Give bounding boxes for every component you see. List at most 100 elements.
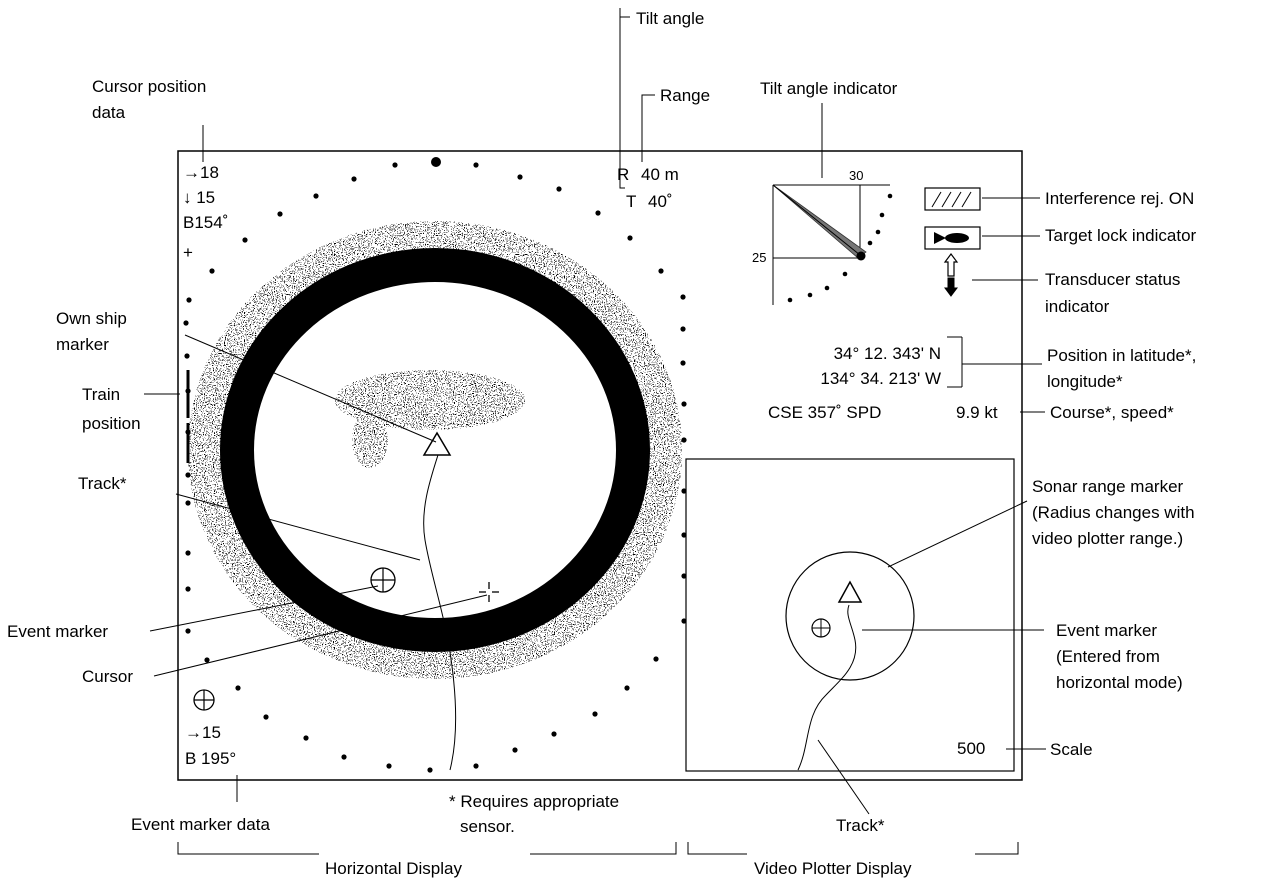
range-dot bbox=[556, 186, 562, 192]
track-line-horizontal bbox=[423, 454, 457, 771]
range-value: 40 m bbox=[641, 165, 679, 184]
range-dot bbox=[185, 472, 191, 478]
cursor-x-value: →18 bbox=[183, 163, 219, 182]
course-speed-text: CSE 357˚ SPD bbox=[768, 403, 881, 422]
range-dot bbox=[624, 685, 630, 691]
echo-ring bbox=[188, 221, 682, 679]
label-own-ship-2: marker bbox=[56, 335, 109, 354]
range-dot bbox=[185, 628, 191, 634]
label-range: Range bbox=[660, 86, 710, 105]
cursor-crosshair bbox=[479, 582, 499, 602]
range-dot bbox=[681, 488, 687, 494]
range-dot bbox=[235, 685, 241, 691]
tilt-angle-indicator bbox=[772, 184, 893, 305]
range-dot bbox=[517, 174, 523, 180]
cursor-y-value: ↓ 15 bbox=[183, 188, 215, 207]
range-dot bbox=[185, 500, 191, 506]
range-dot bbox=[427, 767, 433, 773]
event-marker-lower-left bbox=[193, 689, 215, 711]
label-own-ship-1: Own ship bbox=[56, 309, 127, 328]
tilt-tick-30: 30 bbox=[849, 168, 863, 183]
label-requires-2: sensor. bbox=[460, 817, 515, 836]
plotter-own-ship bbox=[837, 580, 863, 603]
range-dot bbox=[313, 193, 319, 199]
range-dot bbox=[681, 532, 687, 538]
range-dot bbox=[185, 586, 191, 592]
label-event-marker-right-2: (Entered from bbox=[1056, 647, 1160, 666]
range-dot bbox=[595, 210, 601, 216]
range-dot bbox=[277, 211, 283, 217]
range-dot bbox=[592, 711, 598, 717]
label-event-marker-right-1: Event marker bbox=[1056, 621, 1157, 640]
event-bearing-value: B 195° bbox=[185, 749, 236, 768]
tilt-letter: T bbox=[626, 192, 636, 211]
range-dot bbox=[209, 268, 215, 274]
tilt-tick-25: 25 bbox=[752, 250, 766, 265]
screen-frame bbox=[177, 150, 1023, 781]
range-dot bbox=[204, 657, 210, 663]
label-event-marker-data: Event marker data bbox=[131, 815, 270, 834]
range-dot bbox=[473, 763, 479, 769]
longitude-value: 134° 34. 213' W bbox=[820, 369, 941, 388]
range-dot bbox=[680, 294, 686, 300]
label-cursor: Cursor bbox=[82, 667, 133, 686]
cursor-bearing-value: B154˚ bbox=[183, 213, 228, 232]
label-scale: Scale bbox=[1050, 740, 1093, 759]
plotter-event-marker bbox=[811, 618, 831, 638]
range-dot bbox=[183, 320, 189, 326]
scale-value: 500 bbox=[957, 739, 985, 758]
range-dot bbox=[186, 297, 192, 303]
label-tilt-angle-indicator: Tilt angle indicator bbox=[760, 79, 898, 98]
label-track-bottom: Track* bbox=[836, 816, 885, 835]
range-dot bbox=[185, 550, 191, 556]
range-dot bbox=[263, 714, 269, 720]
speed-value: 9.9 kt bbox=[956, 403, 998, 422]
label-cursor-position-2: data bbox=[92, 103, 126, 122]
label-transducer-status-2: indicator bbox=[1045, 297, 1110, 316]
range-dot bbox=[627, 235, 633, 241]
label-horizontal-display: Horizontal Display bbox=[325, 859, 462, 878]
label-position-1: Position in latitude*, bbox=[1047, 346, 1196, 365]
label-sonar-range-3: video plotter range.) bbox=[1032, 529, 1183, 548]
label-train-position-1: Train bbox=[82, 385, 120, 404]
plotter-track-line bbox=[797, 604, 857, 771]
range-dot bbox=[341, 754, 347, 760]
range-dot bbox=[392, 162, 398, 168]
range-dot bbox=[653, 656, 659, 662]
range-dot bbox=[681, 618, 687, 624]
range-dot bbox=[303, 735, 309, 741]
label-event-marker-left: Event marker bbox=[7, 622, 108, 641]
range-dot bbox=[681, 401, 687, 407]
interference-rej-icon bbox=[924, 187, 981, 211]
video-plotter-frame bbox=[685, 458, 1015, 772]
range-dot bbox=[680, 326, 686, 332]
label-track-left: Track* bbox=[78, 474, 127, 493]
own-ship-marker bbox=[422, 431, 452, 456]
range-dot bbox=[680, 360, 686, 366]
label-interference-rej: Interference rej. ON bbox=[1045, 189, 1194, 208]
range-dot bbox=[512, 747, 518, 753]
range-dot bbox=[242, 237, 248, 243]
range-letter: R bbox=[617, 165, 629, 184]
event-marker-horizontal bbox=[370, 567, 396, 593]
range-dot bbox=[351, 176, 357, 182]
range-dot bbox=[681, 437, 687, 443]
label-sonar-range-2: (Radius changes with bbox=[1032, 503, 1195, 522]
label-course-speed: Course*, speed* bbox=[1050, 403, 1174, 422]
label-requires-1: * Requires appropriate bbox=[449, 792, 619, 811]
range-dot bbox=[551, 731, 557, 737]
range-dot bbox=[681, 573, 687, 579]
tilt-value: 40˚ bbox=[648, 192, 673, 211]
label-cursor-position-1: Cursor position bbox=[92, 77, 206, 96]
target-lock-icon bbox=[924, 226, 981, 250]
label-position-2: longitude* bbox=[1047, 372, 1123, 391]
label-event-marker-right-3: horizontal mode) bbox=[1056, 673, 1183, 692]
range-dot bbox=[184, 353, 190, 359]
range-dot bbox=[473, 162, 479, 168]
label-video-plotter-display: Video Plotter Display bbox=[754, 859, 912, 878]
range-dot bbox=[386, 763, 392, 769]
label-tilt-angle: Tilt angle bbox=[636, 9, 704, 28]
plus-marker: + bbox=[183, 243, 193, 262]
transducer-status-icon bbox=[943, 253, 959, 297]
